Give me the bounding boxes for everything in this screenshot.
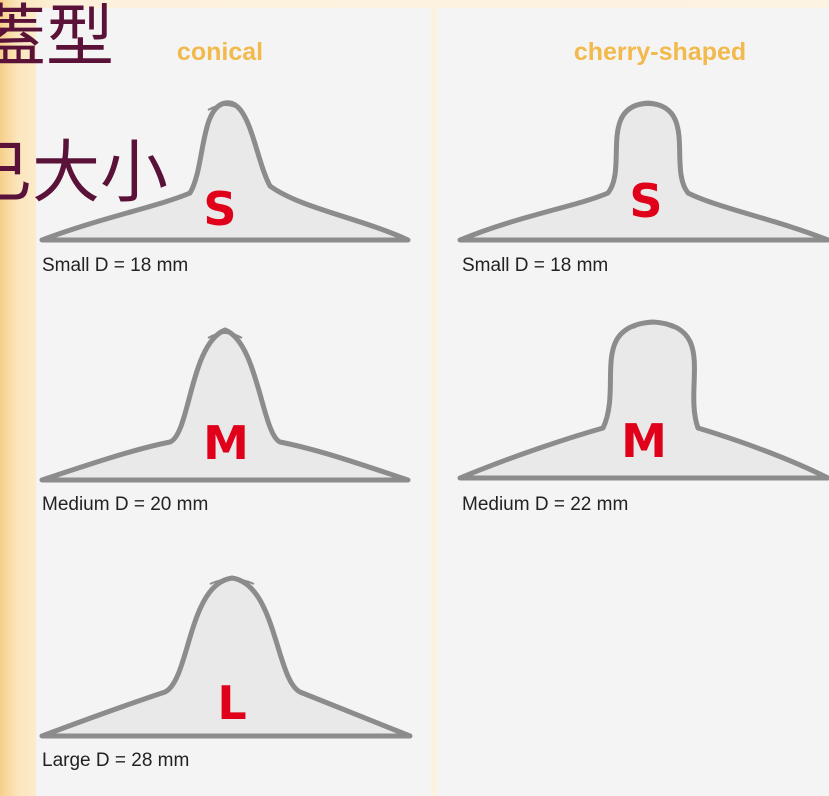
cherry-medium-shield	[457, 316, 829, 482]
size-letter-cherry-small: S	[629, 174, 663, 228]
conical-small-shield	[39, 98, 411, 244]
conical-large-shield	[39, 570, 413, 740]
caption-conical-medium: Medium D = 20 mm	[42, 494, 209, 515]
size-letter-cherry-medium: M	[621, 414, 667, 468]
conical-title: conical	[176, 38, 264, 66]
size-letter-conical-small: S	[203, 182, 237, 236]
caption-cherry-small: Small D = 18 mm	[462, 255, 609, 276]
caption-conical-large: Large D = 28 mm	[42, 750, 190, 771]
slide-title-line1: 蓋型	[0, 0, 115, 77]
slide-title-line2: 已大小	[0, 134, 169, 213]
cherry-shaped-title: cherry-shaped	[573, 38, 747, 66]
size-letter-conical-medium: M	[203, 416, 249, 470]
size-letter-conical-large: L	[217, 676, 247, 730]
caption-cherry-medium: Medium D = 22 mm	[462, 494, 629, 515]
conical-medium-shield	[39, 324, 411, 484]
cherry-small-shield	[457, 98, 829, 244]
caption-conical-small: Small D = 18 mm	[42, 255, 189, 276]
